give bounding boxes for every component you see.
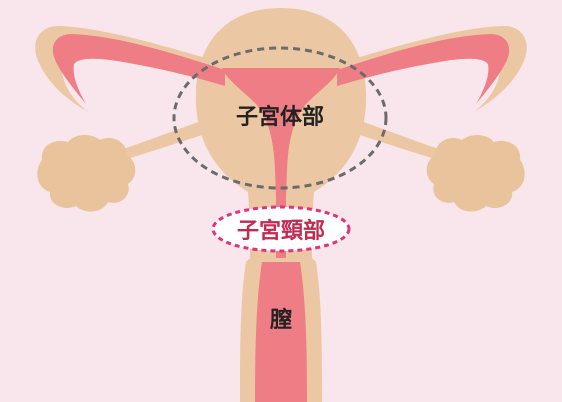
left-ovarian-ligament	[120, 118, 212, 160]
right-ovarian-ligament	[350, 118, 442, 160]
left-ovary	[37, 135, 135, 212]
right-ovary	[427, 135, 525, 212]
uterine-body-label: 子宮体部	[236, 99, 324, 131]
uterine-cervix-label: 子宮頸部	[237, 213, 325, 245]
vagina-label: 膣	[270, 302, 292, 334]
